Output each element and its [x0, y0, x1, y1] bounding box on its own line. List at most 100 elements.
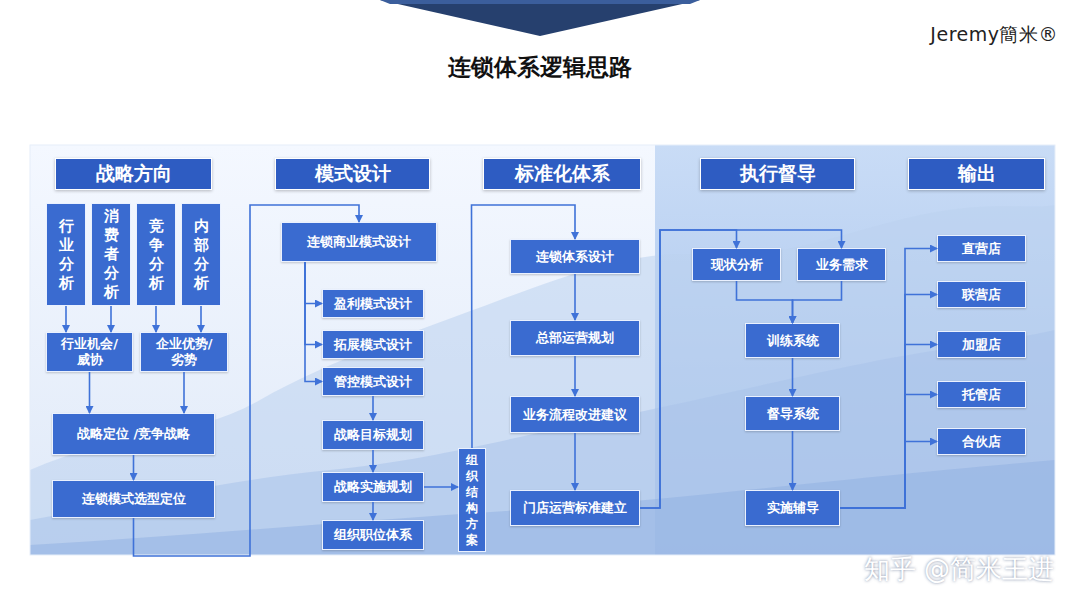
process-box: 业务流程改进建议: [510, 396, 640, 433]
mountain-front: [30, 460, 1055, 555]
process-box: 战略目标规划: [322, 420, 424, 450]
node-text: 行业机会/ 威协: [53, 336, 126, 368]
process-box: 现状分析: [692, 248, 781, 281]
column-header: 执行督导: [700, 158, 855, 190]
process-box: 连锁模式选型定位: [52, 480, 215, 518]
connector: [840, 395, 937, 509]
process-box: 企业优势/ 劣势: [140, 332, 228, 372]
process-box: 战略定位 /竞争战略: [52, 413, 215, 455]
connector: [133, 455, 135, 480]
node-text: 联营店: [962, 287, 1001, 303]
node-text: 模式设计: [315, 161, 391, 187]
process-box: 合伙店: [937, 428, 1026, 455]
process-box: 业务需求: [797, 248, 886, 281]
analysis-box: 内部分析: [181, 203, 221, 306]
column-header: 输出: [908, 158, 1045, 190]
panel: [30, 145, 1055, 555]
node-text: 消费者分析: [102, 207, 120, 302]
node-text: 合伙店: [962, 434, 1001, 450]
node-text: 直营店: [962, 241, 1001, 257]
connector: [305, 262, 322, 345]
process-box: 战略实施规划: [322, 472, 424, 502]
connector: [574, 433, 576, 490]
process-box: 门店运营标准建立: [510, 490, 640, 526]
node-text: 现状分析: [711, 257, 763, 273]
node-text: 竞争分析: [147, 217, 165, 293]
connector: [372, 396, 374, 420]
node-text: 企业优势/ 劣势: [147, 336, 221, 368]
connector: [372, 502, 374, 520]
analysis-box: 消费者分析: [91, 203, 131, 306]
column-header: 标准化体系: [483, 158, 641, 190]
connector: [640, 230, 737, 508]
connector: [305, 262, 322, 382]
process-box: 实施辅导: [745, 490, 840, 526]
connector: [472, 205, 576, 448]
connector: [89, 372, 91, 413]
connector: [155, 306, 157, 332]
node-text: 业务需求: [816, 257, 868, 273]
process-box: 加盟店: [937, 331, 1026, 358]
connector: [737, 281, 793, 323]
node-text: 组织结构方案: [465, 452, 479, 548]
connector: [793, 281, 842, 323]
node-text: 业务流程改进建议: [523, 407, 627, 423]
diagram-title: 连锁体系逻辑思路: [0, 52, 1080, 83]
connector: [110, 306, 112, 332]
node-text: 实施辅导: [767, 500, 819, 516]
process-box: 总部运营规划: [510, 320, 640, 356]
column-header: 战略方向: [55, 158, 212, 190]
process-box: 训练系统: [745, 323, 840, 358]
brand-logo: Jeremy簡米®: [930, 22, 1058, 48]
watermark: 知乎 @简米王进: [864, 552, 1054, 587]
node-text: 托管店: [962, 387, 1001, 403]
process-box: 督导系统: [745, 396, 840, 431]
analysis-box: 竞争分析: [136, 203, 176, 306]
analysis-box: 行业分析: [46, 203, 86, 306]
process-box: 连锁体系设计: [510, 239, 640, 274]
connector: [840, 295, 937, 509]
connector: [372, 450, 374, 472]
connector: [840, 442, 937, 509]
node-text: 组织职位体系: [334, 527, 412, 543]
connector: [792, 431, 794, 490]
top-banner: [380, 0, 700, 36]
node-text: 标准化体系: [515, 161, 610, 187]
process-box: 组织职位体系: [322, 520, 424, 550]
connector: [424, 486, 458, 488]
plan-box: 组织结构方案: [458, 448, 486, 552]
node-text: 战略实施规划: [334, 479, 412, 495]
connector: [305, 262, 322, 304]
node-text: 训练系统: [767, 333, 819, 349]
node-text: 门店运营标准建立: [523, 500, 627, 516]
node-text: 战略定位 /竞争战略: [77, 426, 190, 442]
node-text: 内部分析: [192, 217, 210, 293]
node-text: 输出: [958, 161, 996, 187]
process-box: 行业机会/ 威协: [46, 332, 133, 372]
node-text: 连锁体系设计: [536, 249, 614, 265]
node-text: 连锁商业模式设计: [307, 234, 411, 250]
connector: [200, 306, 202, 332]
process-box: 直营店: [937, 235, 1026, 262]
node-text: 盈利模式设计: [334, 296, 412, 312]
node-text: 行业分析: [57, 217, 75, 293]
connector: [65, 306, 67, 332]
process-box: 管控模式设计: [322, 367, 424, 396]
mountain-mid: [30, 330, 1055, 555]
connector: [640, 230, 842, 508]
node-text: 战略目标规划: [334, 427, 412, 443]
node-text: 总部运营规划: [536, 330, 614, 346]
process-box: 托管店: [937, 381, 1026, 408]
node-text: 管控模式设计: [334, 374, 412, 390]
connector: [792, 358, 794, 396]
connector: [574, 356, 576, 396]
connector: [134, 205, 360, 556]
connector: [183, 372, 185, 413]
process-box: 盈利模式设计: [322, 289, 424, 318]
connector: [840, 345, 937, 509]
connector: [574, 274, 576, 320]
node-text: 加盟店: [962, 337, 1001, 353]
node-text: 战略方向: [96, 161, 172, 187]
node-text: 拓展模式设计: [334, 337, 412, 353]
